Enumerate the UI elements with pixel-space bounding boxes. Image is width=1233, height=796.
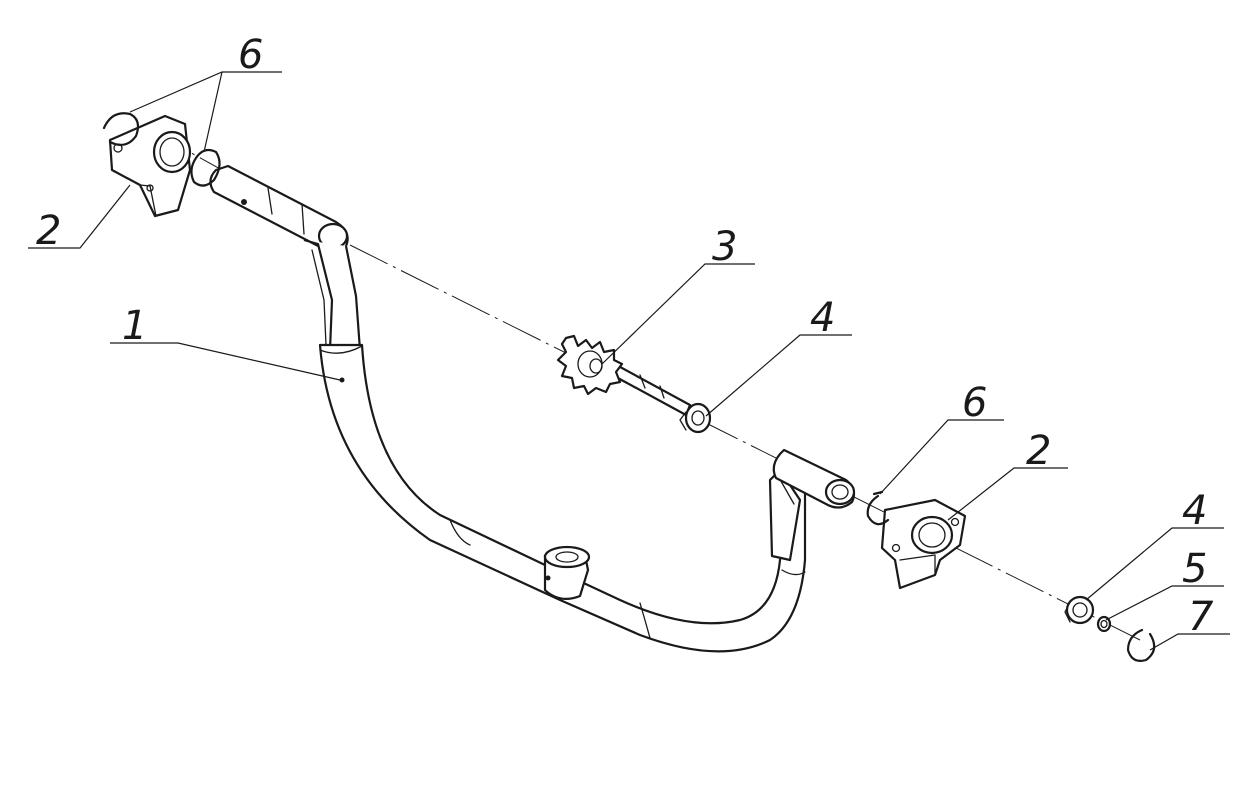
callout-2-right: 2 [1026, 428, 1051, 474]
callout-1: 1 [122, 303, 147, 349]
part-2-right-bracket [880, 498, 967, 590]
callout-6-top: 6 [238, 32, 263, 78]
callout-5: 5 [1182, 546, 1207, 592]
part-4-bearing-middle [679, 402, 712, 434]
part-6-retaining-rings [102, 112, 890, 526]
callout-3: 3 [712, 224, 737, 270]
part-4-bearing-right [1064, 595, 1095, 625]
part-7-snap-ring [1126, 628, 1156, 662]
leader-lines [28, 71, 1230, 651]
callout-6-right: 6 [962, 380, 987, 426]
callout-4-middle: 4 [810, 295, 835, 341]
part-1-bent-tube [209, 164, 856, 653]
part-2-left-bracket [108, 114, 192, 218]
callout-7: 7 [1188, 594, 1214, 640]
part-3-gear-shaft [556, 334, 692, 417]
part-5-small-ring [1096, 615, 1112, 633]
callout-4-right: 4 [1182, 488, 1207, 534]
callout-2-left: 2 [36, 208, 61, 254]
